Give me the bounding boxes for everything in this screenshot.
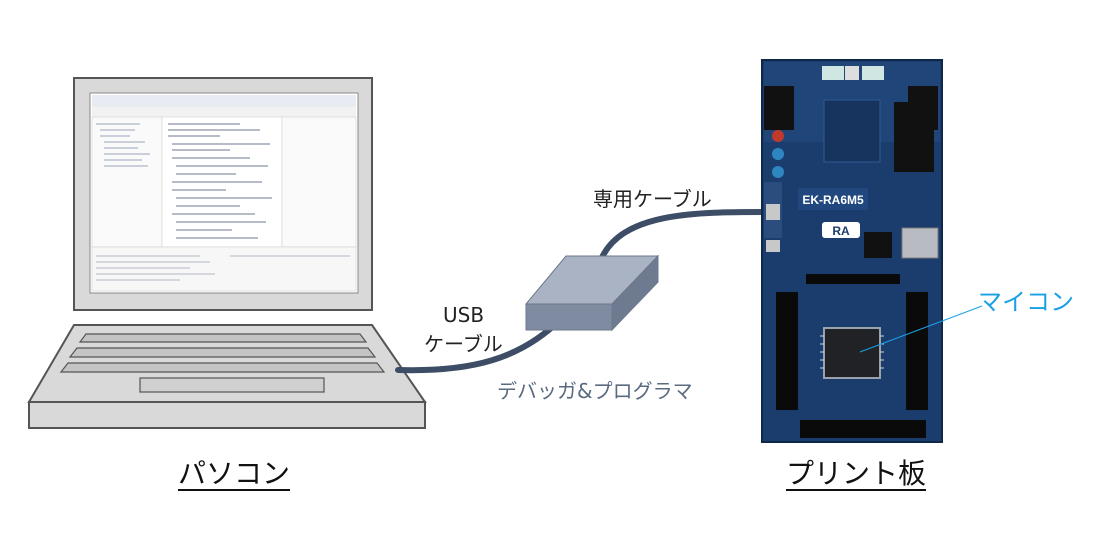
laptop [27, 77, 427, 429]
dedicated-cable-label: 専用ケーブル [593, 187, 712, 211]
pcb-caption: プリント板 [786, 457, 927, 490]
laptop-touchpad [139, 377, 325, 393]
board-logo: RA [832, 224, 850, 238]
laptop-base-front [28, 401, 426, 429]
dedicated-cable [597, 208, 781, 265]
usb-cable-label-line1: USB [443, 303, 485, 327]
board-name: EK-RA6M5 [802, 193, 864, 207]
ide-screenshot [91, 95, 357, 292]
mcu-label: マイコン [978, 288, 1074, 316]
debugger-label: デバッガ&プログラマ [497, 379, 693, 403]
pc-caption: パソコン [178, 457, 291, 490]
usb-cable [395, 315, 565, 374]
circuit-board: EK-RA6M5 RA [761, 59, 983, 443]
usb-cable-label-line2: ケーブル [424, 332, 503, 356]
mcu-chip [823, 327, 881, 379]
mcu-pointer [859, 305, 983, 353]
debugger-box [524, 254, 660, 332]
